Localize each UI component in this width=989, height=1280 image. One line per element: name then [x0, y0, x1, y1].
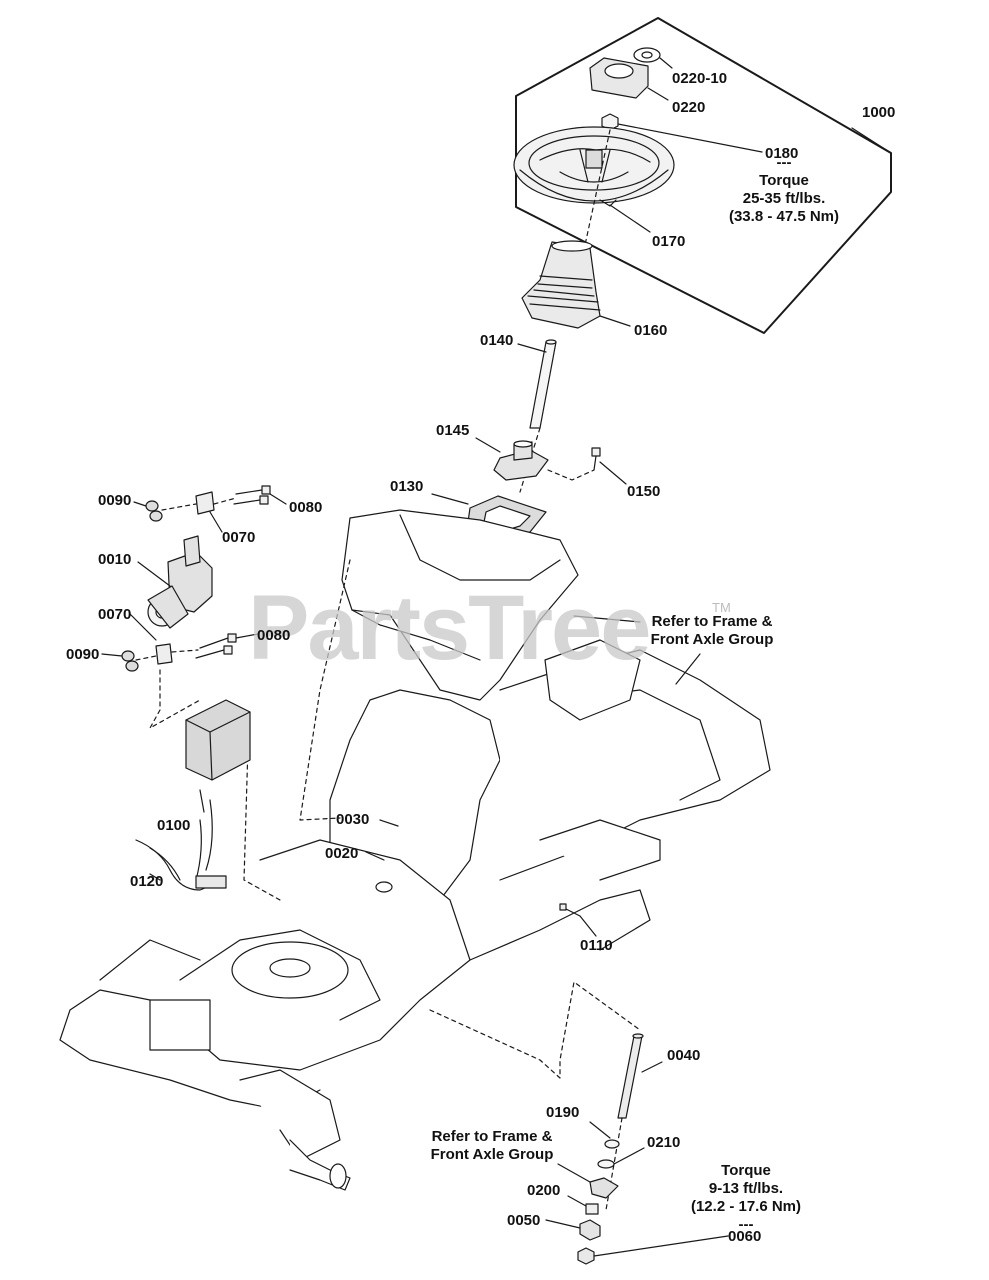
callout-0090-bot: 0090	[66, 646, 100, 663]
part-0090-nuts-top	[145, 500, 163, 522]
part-0190-washer	[604, 1139, 620, 1149]
callout-0190: 0190	[546, 1104, 580, 1121]
callout-0050: 0050	[507, 1212, 541, 1229]
part-0050-gear	[579, 1219, 601, 1241]
callout-0210: 0210	[647, 1134, 681, 1151]
callout-0090-top: 0090	[98, 492, 132, 509]
part-0120-harness	[135, 799, 227, 891]
callout-0040: 0040	[667, 1047, 701, 1064]
callout-0010: 0010	[98, 551, 132, 568]
part-0100-controller	[185, 699, 251, 781]
part-0070-bracket-bot	[155, 643, 173, 665]
part-0210-washer	[597, 1159, 615, 1169]
part-0010-motor	[147, 535, 213, 629]
part-0090-nuts-bot	[121, 650, 139, 672]
callout-0220-10: 0220-10	[672, 70, 728, 87]
callout-0080-top: 0080	[289, 499, 323, 516]
callout-0150: 0150	[627, 483, 661, 500]
part-0070-bracket-top	[195, 491, 215, 515]
callout-0145: 0145	[436, 422, 470, 439]
group-number-label: 1000	[862, 104, 896, 121]
tractor-frame	[59, 509, 771, 1191]
part-0020-grommet	[375, 881, 393, 893]
callout-0200: 0200	[527, 1182, 561, 1199]
part-0220-cap	[589, 57, 649, 99]
group-1000-outline	[515, 17, 892, 334]
part-mount-bracket	[589, 1177, 619, 1199]
callout-0140: 0140	[480, 332, 514, 349]
callout-0160: 0160	[634, 322, 668, 339]
callout-0220: 0220	[672, 99, 706, 116]
callout-0020: 0020	[325, 845, 359, 862]
callout-0110: 0110	[580, 937, 613, 954]
callout-0070-bot: 0070	[98, 606, 132, 623]
leader-1000	[851, 127, 892, 154]
callout-0170: 0170	[652, 233, 686, 250]
part-0040-rod	[617, 1033, 644, 1119]
part-0145-bushing	[493, 440, 549, 481]
watermark: PartsTree	[248, 577, 651, 679]
torque-note-0060: Torque 9-13 ft/lbs. (12.2 - 17.6 Nm) ---	[690, 1162, 802, 1233]
part-0200-spacer	[585, 1203, 599, 1215]
callout-0120: 0120	[130, 873, 164, 890]
part-0180-nut	[601, 113, 619, 131]
callout-0130: 0130	[390, 478, 424, 495]
part-0150-bolt	[591, 447, 601, 471]
torque-note-0180: --- Torque 25-35 ft/lbs. (33.8 - 47.5 Nm…	[728, 154, 840, 225]
part-0160-boot	[521, 240, 601, 329]
part-0170-steering-wheel	[513, 126, 675, 207]
callout-0070-top: 0070	[222, 529, 256, 546]
callout-0030: 0030	[336, 811, 370, 828]
part-0110-bolt	[559, 903, 581, 917]
part-0140-shaft	[529, 339, 557, 429]
callout-0100: 0100	[157, 817, 191, 834]
part-0080-bolts-bot	[195, 633, 237, 659]
part-0220-10-washer	[633, 47, 661, 63]
refer-frame-note-upper: Refer to Frame & Front Axle Group	[650, 613, 774, 648]
part-0080-bolts-top	[233, 485, 271, 505]
part-0060-nut	[577, 1247, 595, 1265]
watermark-trademark: TM	[712, 600, 731, 615]
refer-frame-note-lower: Refer to Frame & Front Axle Group	[430, 1128, 554, 1163]
callout-0180: 0180	[765, 145, 799, 162]
callout-0080-bot: 0080	[257, 627, 291, 644]
callout-0060: 0060	[728, 1228, 762, 1245]
